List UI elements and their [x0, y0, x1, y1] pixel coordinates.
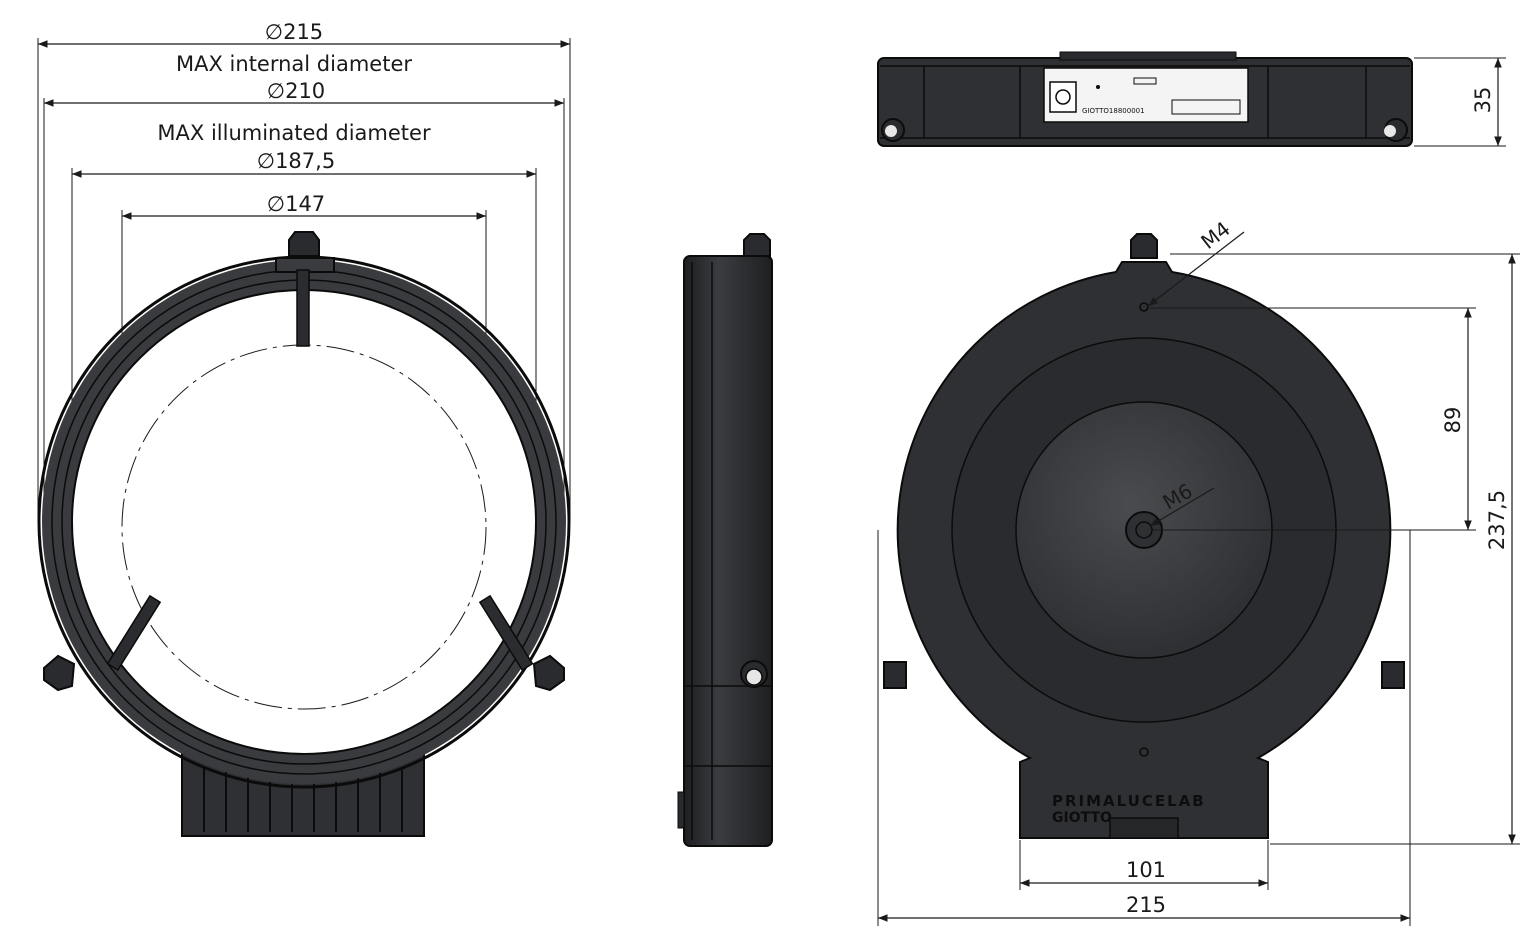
ring-inner-edge [71, 289, 537, 755]
back-hole [1139, 747, 1149, 757]
m4-leader [1147, 231, 1245, 307]
back-slot [1109, 817, 1179, 839]
dimension-label: 101 [1126, 858, 1166, 882]
dimension-label: 89 [1441, 407, 1465, 434]
left-screw-knob [43, 654, 76, 692]
product-name: GIOTTO [1052, 810, 1112, 826]
back-view: PRIMALUCELAB GIOTTO M4 M6 89 237,5 101 2… [877, 217, 1520, 926]
brand-logo: PRIMALUCELAB [1052, 792, 1206, 810]
right-screw [478, 594, 534, 672]
top-view: GIOTTO18800001 35 [877, 51, 1506, 147]
serial-number: GIOTTO18800001 [1082, 107, 1145, 115]
left-screw [106, 594, 162, 672]
dimension-label: ∅147 [267, 192, 325, 216]
connector-panel [1043, 67, 1249, 123]
back-knob-left [883, 661, 907, 689]
annotation-label: MAX illuminated diameter [157, 121, 431, 145]
certification-marks [1171, 99, 1241, 115]
dimension-label: ∅187,5 [257, 149, 335, 173]
thread-label-m4: M4 [1196, 217, 1234, 254]
dimension-label: ∅210 [267, 79, 325, 103]
dimension-label: 237,5 [1485, 490, 1509, 550]
dimension-label: 35 [1471, 87, 1495, 114]
side-view [677, 233, 773, 847]
tab-ribs [203, 768, 403, 832]
back-screw-top [1130, 233, 1158, 259]
back-knob-right [1381, 661, 1405, 689]
right-screw-knob [532, 654, 565, 692]
side-screw-top [743, 233, 771, 257]
front-view: ∅215 MAX internal diameter ∅210 MAX illu… [37, 20, 571, 837]
power-jack-hole [1055, 89, 1071, 105]
side-body [683, 255, 773, 847]
top-screw [288, 231, 320, 347]
m4-thread-hole [1139, 302, 1149, 312]
usb-port [1133, 77, 1157, 85]
dimension-label: ∅215 [265, 20, 323, 44]
top-ridge [1059, 51, 1237, 61]
top-knob-right-cap [1384, 125, 1396, 137]
top-knob-left-cap [885, 125, 897, 137]
side-connector [677, 791, 685, 829]
power-jack [1049, 81, 1077, 113]
m6-leader [1149, 487, 1215, 527]
side-knob-cap [745, 668, 763, 686]
led-indicator [1096, 85, 1100, 89]
annotation-label: MAX internal diameter [176, 52, 412, 76]
dimension-label: 215 [1126, 893, 1166, 917]
